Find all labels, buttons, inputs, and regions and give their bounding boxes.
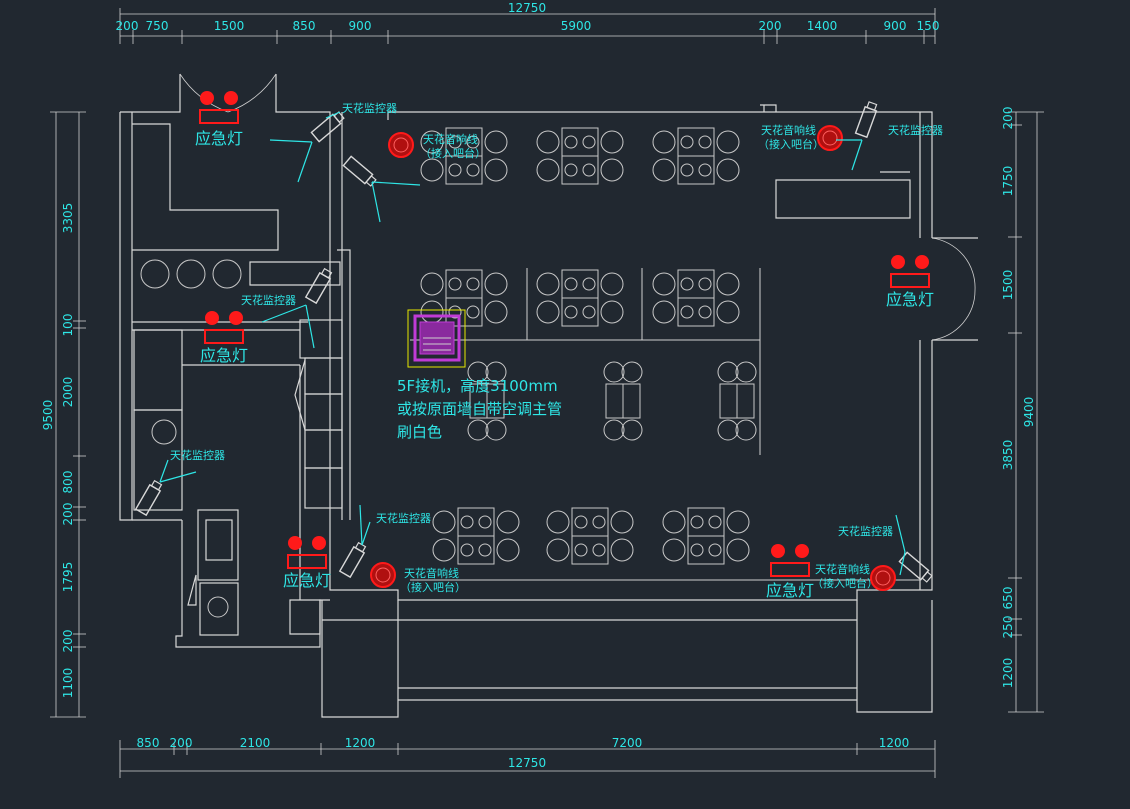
dim-right-1: 200 bbox=[1001, 107, 1015, 130]
dim-top-total: 12750 bbox=[508, 1, 546, 15]
speaker-icon bbox=[370, 562, 396, 588]
ceiling-speakers bbox=[370, 125, 896, 591]
table-set bbox=[432, 507, 520, 565]
table-set bbox=[652, 269, 740, 327]
speaker-icon bbox=[817, 125, 843, 151]
emergency-light-icon bbox=[287, 536, 327, 569]
table-set bbox=[652, 127, 740, 185]
speaker-label-4: 天花音响线 bbox=[815, 562, 870, 576]
dim-bottom-3: 2100 bbox=[240, 736, 271, 750]
dim-right-2: 1750 bbox=[1001, 166, 1015, 197]
ceiling-cameras bbox=[134, 101, 933, 583]
dim-bottom-5: 7200 bbox=[612, 736, 643, 750]
table-set bbox=[420, 127, 508, 185]
camera-label-1: 天花监控器 bbox=[342, 101, 397, 115]
camera-icon bbox=[895, 514, 933, 583]
dim-left-8: 1100 bbox=[61, 668, 75, 699]
speaker-label-2: 天花音响线 bbox=[761, 123, 816, 137]
table-set bbox=[717, 361, 757, 441]
table-set bbox=[662, 507, 750, 565]
dim-top-8: 1400 bbox=[807, 19, 838, 33]
table-set bbox=[536, 127, 624, 185]
emergency-light-label-2: 应急灯 bbox=[200, 346, 248, 365]
table-set bbox=[536, 269, 624, 327]
camera-icon bbox=[261, 267, 333, 349]
dining-tables bbox=[420, 127, 757, 565]
dim-left-6: 1795 bbox=[61, 562, 75, 593]
ac-unit bbox=[407, 309, 466, 368]
speaker-icon bbox=[388, 132, 414, 158]
camera-icon bbox=[836, 101, 878, 171]
speaker-note-1: （接入吧台） bbox=[420, 146, 486, 160]
speaker-note-4: （接入吧台） bbox=[812, 576, 878, 590]
dim-right-total: 9400 bbox=[1022, 397, 1036, 428]
emergency-light-icon bbox=[890, 255, 930, 288]
dim-top-2: 750 bbox=[146, 19, 169, 33]
speaker-note-2: （接入吧台） bbox=[758, 137, 824, 151]
speaker-note-3: （接入吧台） bbox=[400, 580, 466, 594]
dim-left-3: 2000 bbox=[61, 377, 75, 408]
dim-bottom-2: 200 bbox=[170, 736, 193, 750]
dim-top-4: 850 bbox=[293, 19, 316, 33]
dim-left-7: 200 bbox=[61, 630, 75, 653]
note-line-3: 刷白色 bbox=[397, 423, 442, 441]
camera-icon bbox=[338, 504, 371, 579]
emergency-light-icon bbox=[199, 91, 239, 124]
camera-icon bbox=[342, 155, 421, 223]
dim-left-4: 800 bbox=[61, 471, 75, 494]
camera-label-3: 天花监控器 bbox=[170, 448, 225, 462]
emergency-lights bbox=[199, 91, 930, 577]
emergency-light-label-4: 应急灯 bbox=[766, 581, 814, 600]
camera-label-5: 天花监控器 bbox=[888, 123, 943, 137]
emergency-light-icon bbox=[770, 544, 810, 577]
kitchen-burners bbox=[140, 259, 242, 445]
table-set bbox=[603, 361, 643, 441]
note-line-2: 或按原面墙自带空调主管 bbox=[397, 400, 562, 418]
dim-top-7: 200 bbox=[759, 19, 782, 33]
dim-left-1: 3305 bbox=[61, 203, 75, 234]
camera-icon bbox=[269, 111, 345, 183]
dim-top-6: 5900 bbox=[561, 19, 592, 33]
dim-top-3: 1500 bbox=[214, 19, 245, 33]
dim-bottom-4: 1200 bbox=[345, 736, 376, 750]
walls bbox=[119, 73, 978, 718]
camera-label-2: 天花监控器 bbox=[241, 293, 296, 307]
dim-left-total: 9500 bbox=[41, 400, 55, 431]
emergency-light-label-1: 应急灯 bbox=[195, 129, 243, 148]
dim-top-9: 900 bbox=[884, 19, 907, 33]
table-set bbox=[420, 269, 508, 327]
dim-top-10: 150 bbox=[917, 19, 940, 33]
dim-bottom-6: 1200 bbox=[879, 736, 910, 750]
speaker-label-3: 天花音响线 bbox=[404, 566, 459, 580]
camera-label-4: 天花监控器 bbox=[376, 511, 431, 525]
dim-right-3: 1500 bbox=[1001, 270, 1015, 301]
camera-label-6: 天花监控器 bbox=[838, 524, 893, 538]
dim-top-5: 900 bbox=[349, 19, 372, 33]
speaker-icon bbox=[870, 565, 896, 591]
emergency-light-label-5: 应急灯 bbox=[886, 290, 934, 309]
note-line-1: 5F接机，高度3100mm bbox=[397, 377, 558, 395]
dim-bottom-1: 850 bbox=[137, 736, 160, 750]
partitions bbox=[410, 268, 920, 581]
camera-icon bbox=[134, 459, 197, 517]
dimension-lines bbox=[50, 8, 1044, 778]
speaker-label-1: 天花音响线 bbox=[423, 132, 478, 146]
table-set bbox=[467, 361, 507, 441]
dim-left-2: 100 bbox=[61, 314, 75, 337]
dim-right-4: 3850 bbox=[1001, 440, 1015, 471]
emergency-light-label-3: 应急灯 bbox=[283, 571, 331, 590]
dim-left-5: 200 bbox=[61, 503, 75, 526]
dim-bottom-total: 12750 bbox=[508, 756, 546, 770]
dim-right-5: 650 bbox=[1001, 587, 1015, 610]
emergency-light-icon bbox=[204, 311, 244, 344]
dim-top-1: 200 bbox=[116, 19, 139, 33]
table-set bbox=[546, 507, 634, 565]
dim-right-7: 1200 bbox=[1001, 658, 1015, 689]
dim-right-6: 250 bbox=[1001, 616, 1015, 639]
